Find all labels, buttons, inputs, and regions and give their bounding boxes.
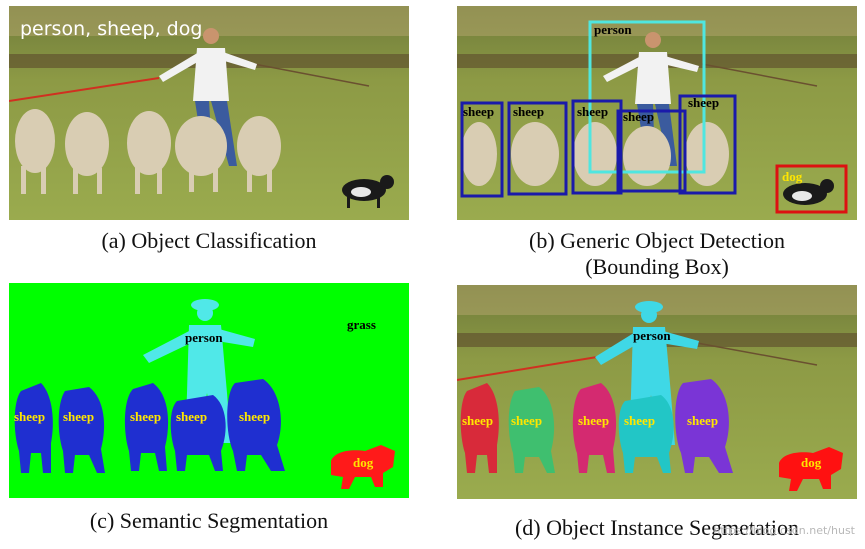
panel-object-classification: person, sheep, dog (a) Object Classifica… [9, 6, 409, 266]
grass-label: grass [347, 317, 376, 332]
caption-object-classification: (a) Object Classification [9, 228, 409, 254]
sheep-instance-label-5: sheep [687, 413, 718, 428]
sheep-box-label-3: sheep [577, 104, 608, 119]
dog-instance-label: dog [801, 455, 822, 470]
person-semantic-label: person [185, 330, 223, 345]
sheep-box-label-2: sheep [513, 104, 544, 119]
dog-semantic-label: dog [353, 455, 374, 470]
sheep-semantic-label-2: sheep [63, 409, 94, 424]
detection-photo: person sheep sheep sheep sheep sheep dog [457, 6, 857, 220]
caption-b-line2: (Bounding Box) [457, 254, 857, 280]
semantic-segmentation-drawing: grass person sheep sheep sheep sheep she… [9, 283, 409, 498]
sheep-semantic-label-1: sheep [14, 409, 45, 424]
caption-object-detection: (b) Generic Object Detection (Bounding B… [457, 228, 857, 280]
caption-semantic-segmentation: (c) Semantic Segmentation [9, 508, 409, 534]
sheep-box-label-4: sheep [623, 109, 654, 124]
sheep-semantic-label-3: sheep [130, 409, 161, 424]
sheep-instance-label-4: sheep [624, 413, 655, 428]
dog-box-label: dog [782, 169, 803, 184]
instance-segmentation-photo: person sheep sheep sheep sheep sheep dog [457, 285, 857, 499]
sheep-instance-label-2: sheep [511, 413, 542, 428]
sheep-semantic-label-4: sheep [176, 409, 207, 424]
classification-label-overlay: person, sheep, dog [20, 18, 202, 40]
caption-c-text: (c) Semantic Segmentation [9, 508, 409, 534]
detection-photo-drawing: person sheep sheep sheep sheep sheep dog [457, 6, 857, 220]
watermark: https://blog.csdn.net/hust [713, 524, 855, 537]
panel-object-detection: person sheep sheep sheep sheep sheep dog… [457, 6, 857, 281]
sheep-instance-label-1: sheep [462, 413, 493, 428]
panel-instance-segmentation: person sheep sheep sheep sheep sheep dog… [457, 285, 857, 545]
classification-photo: person, sheep, dog [9, 6, 409, 220]
sheep-instance-label-3: sheep [578, 413, 609, 428]
semantic-segmentation-map: grass person sheep sheep sheep sheep she… [9, 283, 409, 498]
instance-segmentation-drawing: person sheep sheep sheep sheep sheep dog [457, 285, 857, 499]
caption-a-text: (a) Object Classification [9, 228, 409, 254]
sheep-box-label-1: sheep [463, 104, 494, 119]
person-instance-label: person [633, 328, 671, 343]
person-box-label: person [594, 22, 632, 37]
sheep-semantic-label-5: sheep [239, 409, 270, 424]
caption-b-line1: (b) Generic Object Detection [457, 228, 857, 254]
panel-semantic-segmentation: grass person sheep sheep sheep sheep she… [9, 283, 409, 543]
sheep-box-label-5: sheep [688, 95, 719, 110]
